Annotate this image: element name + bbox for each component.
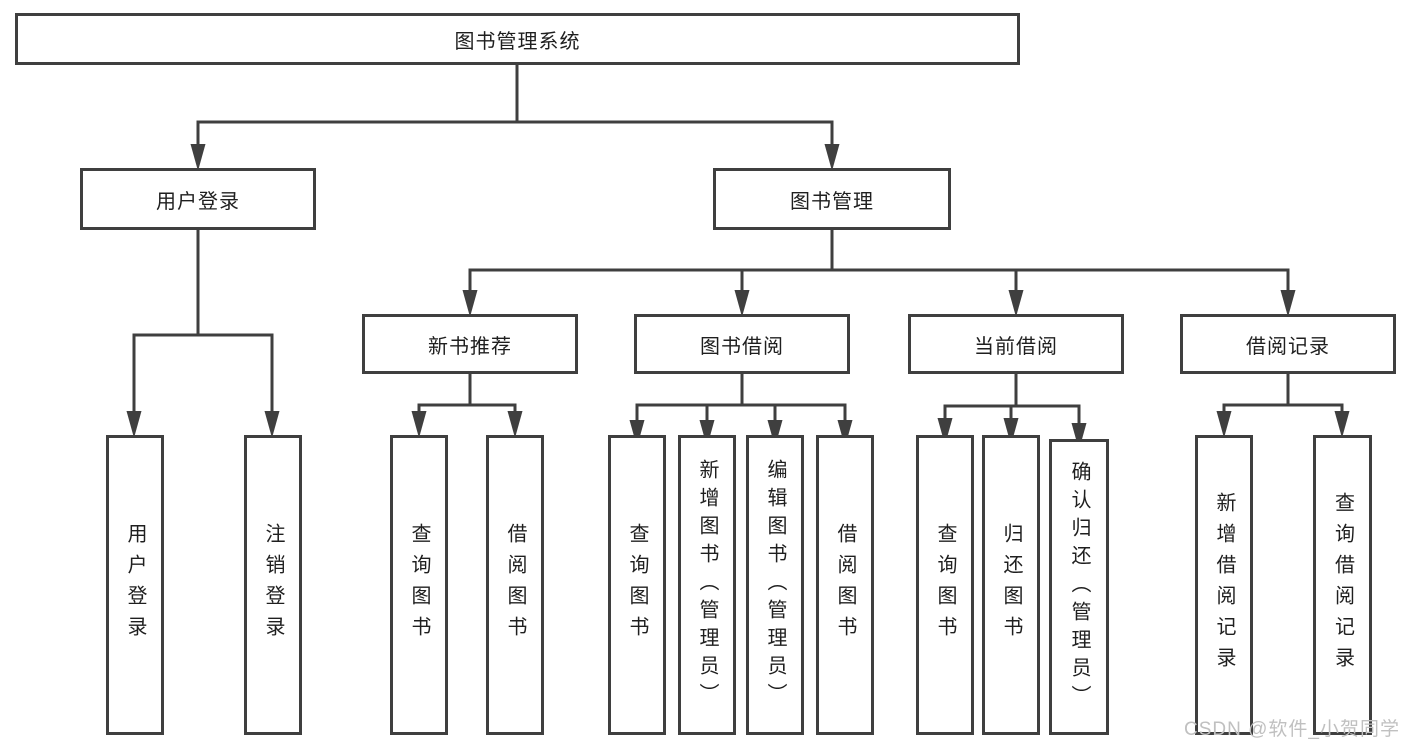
leaf-confirm-return-admin: 确认归还（管理员）: [1049, 439, 1109, 735]
leaf-logout: 注销登录: [244, 435, 302, 735]
leaf-query-borrow-record: 查询借阅记录: [1313, 435, 1372, 735]
leaf-query-book-borrow: 查询图书: [608, 435, 666, 735]
watermark: CSDN @软件_小贺同学: [1184, 719, 1400, 740]
leaf-borrow-book-recommend: 借阅图书: [486, 435, 544, 735]
node-root: 图书管理系统: [15, 13, 1020, 65]
node-current-borrow: 当前借阅: [908, 314, 1124, 374]
leaf-query-book-recommend: 查询图书: [390, 435, 448, 735]
node-borrow-records: 借阅记录: [1180, 314, 1396, 374]
leaf-add-borrow-record: 新增借阅记录: [1195, 435, 1253, 735]
leaf-borrow-book: 借阅图书: [816, 435, 874, 735]
leaf-edit-book-admin: 编辑图书（管理员）: [746, 435, 804, 735]
leaf-query-book-current: 查询图书: [916, 435, 974, 735]
node-user-login: 用户登录: [80, 168, 316, 230]
leaf-user-login: 用户登录: [106, 435, 164, 735]
node-book-borrow: 图书借阅: [634, 314, 850, 374]
leaf-add-book-admin: 新增图书（管理员）: [678, 435, 736, 735]
leaf-return-book: 归还图书: [982, 435, 1040, 735]
node-new-book-recommend: 新书推荐: [362, 314, 578, 374]
node-book-management: 图书管理: [713, 168, 951, 230]
